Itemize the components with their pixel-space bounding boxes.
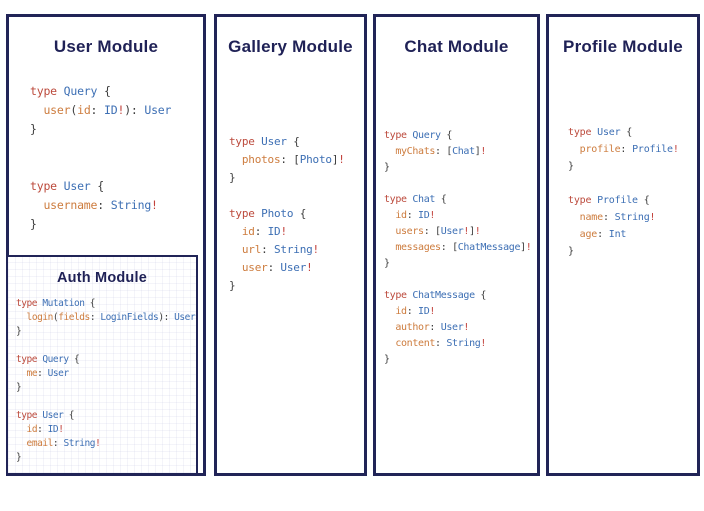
code-line: type Chat {	[384, 194, 447, 205]
code-line: username: String!	[43, 198, 158, 212]
chat-module-title: Chat Module	[404, 37, 509, 56]
code-line: }	[229, 171, 236, 184]
gallery-module-title: Gallery Module	[228, 37, 353, 56]
auth-module-title: Auth Module	[57, 270, 147, 286]
code-line: }	[384, 354, 390, 365]
code-line: id: ID!	[26, 424, 64, 435]
chat-module-panel: Chat Module type Query { myChats: [Chat]…	[373, 14, 540, 476]
code-line: }	[229, 279, 236, 292]
code-line: type User {	[229, 135, 300, 148]
code-line: id: ID!	[395, 210, 436, 221]
code-line: type ChatMessage {	[384, 290, 487, 301]
auth-module-code: type Mutation { login(fields: LoginField…	[16, 297, 196, 465]
profile-module-title: Profile Module	[563, 37, 683, 56]
code-line	[16, 339, 195, 353]
code-line: type User {	[16, 410, 74, 421]
gallery-module-code: type User { photos: [Photo]!} type Photo…	[229, 133, 345, 295]
code-line	[384, 272, 531, 288]
code-line	[30, 158, 171, 177]
profile-module-panel: Profile Module type User { profile: Prof…	[546, 14, 700, 476]
code-line: myChats: [Chat]!	[395, 146, 487, 157]
code-line: profile: Profile!	[579, 144, 679, 155]
code-line: id: ID!	[395, 306, 436, 317]
code-line: }	[568, 161, 574, 172]
code-line: user: User!	[241, 261, 313, 274]
code-line: }	[16, 452, 22, 463]
user-module-title: User Module	[53, 37, 159, 56]
code-line	[229, 187, 345, 205]
code-line	[16, 395, 195, 409]
auth-module-panel: Auth Module type Mutation { login(fields…	[6, 255, 198, 475]
code-line: user(id: ID!): User	[43, 103, 172, 117]
user-module-panel: User Module type Query { user(id: ID!): …	[6, 14, 206, 476]
code-line	[568, 175, 679, 192]
code-line: name: String!	[579, 212, 656, 223]
code-line: }	[16, 326, 22, 337]
profile-module-code: type User { profile: Profile!} type Prof…	[568, 124, 679, 260]
code-line: age: Int	[579, 229, 627, 240]
code-line: }	[384, 258, 390, 269]
code-line: }	[30, 217, 37, 231]
code-line: }	[30, 122, 37, 136]
code-line: }	[568, 246, 574, 257]
code-line: author: User!	[395, 322, 470, 333]
code-line: login(fields: LoginFields): User	[26, 312, 196, 323]
code-line: email: String!	[26, 438, 101, 449]
code-line: type Query {	[16, 354, 80, 365]
code-line: }	[384, 162, 390, 173]
code-line: type Query {	[30, 84, 111, 98]
code-line: id: ID!	[241, 225, 287, 238]
code-line: messages: [ChatMessage]!	[395, 242, 532, 253]
gallery-module-panel: Gallery Module type User { photos: [Phot…	[214, 14, 367, 476]
chat-module-code: type Query { myChats: [Chat]!} type Chat…	[384, 128, 532, 368]
code-line: type Profile {	[568, 195, 650, 206]
code-line: }	[16, 382, 22, 393]
code-line: type Mutation {	[16, 298, 96, 309]
code-line: type User {	[568, 127, 633, 138]
code-line: users: [User!]!	[395, 226, 481, 237]
code-line: url: String!	[241, 243, 319, 256]
code-line: me: User	[26, 368, 70, 379]
code-line: type Photo {	[229, 207, 307, 220]
code-line: content: String!	[395, 338, 487, 349]
code-line	[30, 139, 171, 158]
code-line	[384, 176, 531, 192]
code-line: photos: [Photo]!	[241, 153, 345, 166]
user-module-code: type Query { user(id: ID!): User} type U…	[30, 82, 171, 234]
code-line: type User {	[30, 179, 104, 193]
code-line: type Query {	[384, 130, 453, 141]
